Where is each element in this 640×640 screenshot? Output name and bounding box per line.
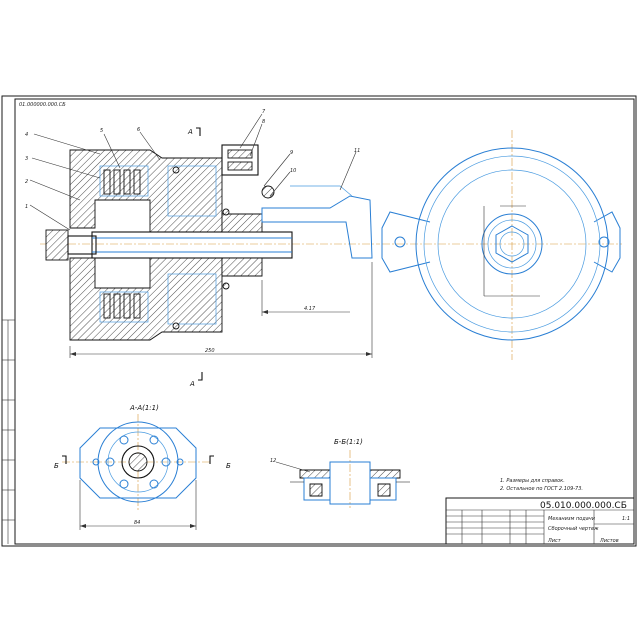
spring-stack-lower: [103, 293, 141, 319]
sheet-outer-frame: [1, 95, 637, 547]
section-aa-title: А-А(1:1): [129, 404, 159, 412]
sheet-inner-frame: [14, 98, 635, 545]
cut-label-a-bottom: А: [189, 380, 195, 388]
left-margin-columns: [2, 319, 15, 544]
title-block: 05.010.000.000.СБ Механизм подачи Сбороч…: [445, 497, 635, 545]
callout-3: 3: [25, 156, 28, 162]
callout-11: 11: [354, 148, 360, 154]
cut-label-b-left: Б: [54, 462, 59, 470]
section-bb: Б-Б(1:1) 12: [270, 438, 410, 508]
note-2: 2. Остальное по ГОСТ 2.109-73.: [500, 486, 583, 492]
callout-12: 12: [270, 458, 276, 464]
dim-stroke: 4.17: [304, 306, 316, 312]
section-bb-title: Б-Б(1:1): [334, 438, 363, 446]
dim-overall-length: 250: [205, 348, 215, 354]
front-view: [381, 130, 622, 360]
callout-9: 9: [290, 150, 293, 156]
housing-lower: [69, 257, 223, 341]
main-section-view: 250 4.17 А А: [40, 127, 380, 388]
cut-label-b-right: Б: [226, 462, 231, 470]
bolt-head: [45, 229, 69, 261]
note-1: 1. Размеры для справок.: [500, 478, 565, 484]
title-scale: 1:1: [622, 516, 630, 522]
stamp-code: 01.000000.000.СБ: [19, 102, 66, 108]
handle-lever: [261, 195, 373, 259]
title-designation: 05.010.000.000.СБ: [540, 501, 627, 511]
callout-2: 2: [25, 179, 28, 185]
callout-7: 7: [262, 109, 266, 115]
shaft: [91, 231, 293, 259]
section-aa: А-А(1:1) Б Б 84: [54, 404, 231, 530]
cut-label-a-top: А: [187, 128, 193, 136]
callouts: 1 2 3 4 5 6 7 8 9 10 11: [25, 109, 360, 231]
spring-stack-upper: [103, 169, 141, 195]
hex-nut: [495, 225, 529, 263]
callout-5: 5: [100, 128, 103, 134]
callout-6: 6: [137, 127, 140, 133]
callout-8: 8: [262, 119, 265, 125]
callout-4: 4: [25, 132, 28, 138]
callout-10: 10: [290, 168, 296, 174]
title-sheets: Листов: [599, 538, 619, 544]
dim-flange-width: 84: [134, 520, 140, 526]
callout-1: 1: [25, 204, 28, 210]
title-name-line1: Механизм подачи: [548, 516, 596, 522]
title-sheet: Лист: [547, 538, 562, 544]
housing-disc: [415, 147, 609, 341]
housing-upper: [69, 149, 223, 233]
title-name-line2: Сборочный чертеж: [548, 526, 599, 532]
